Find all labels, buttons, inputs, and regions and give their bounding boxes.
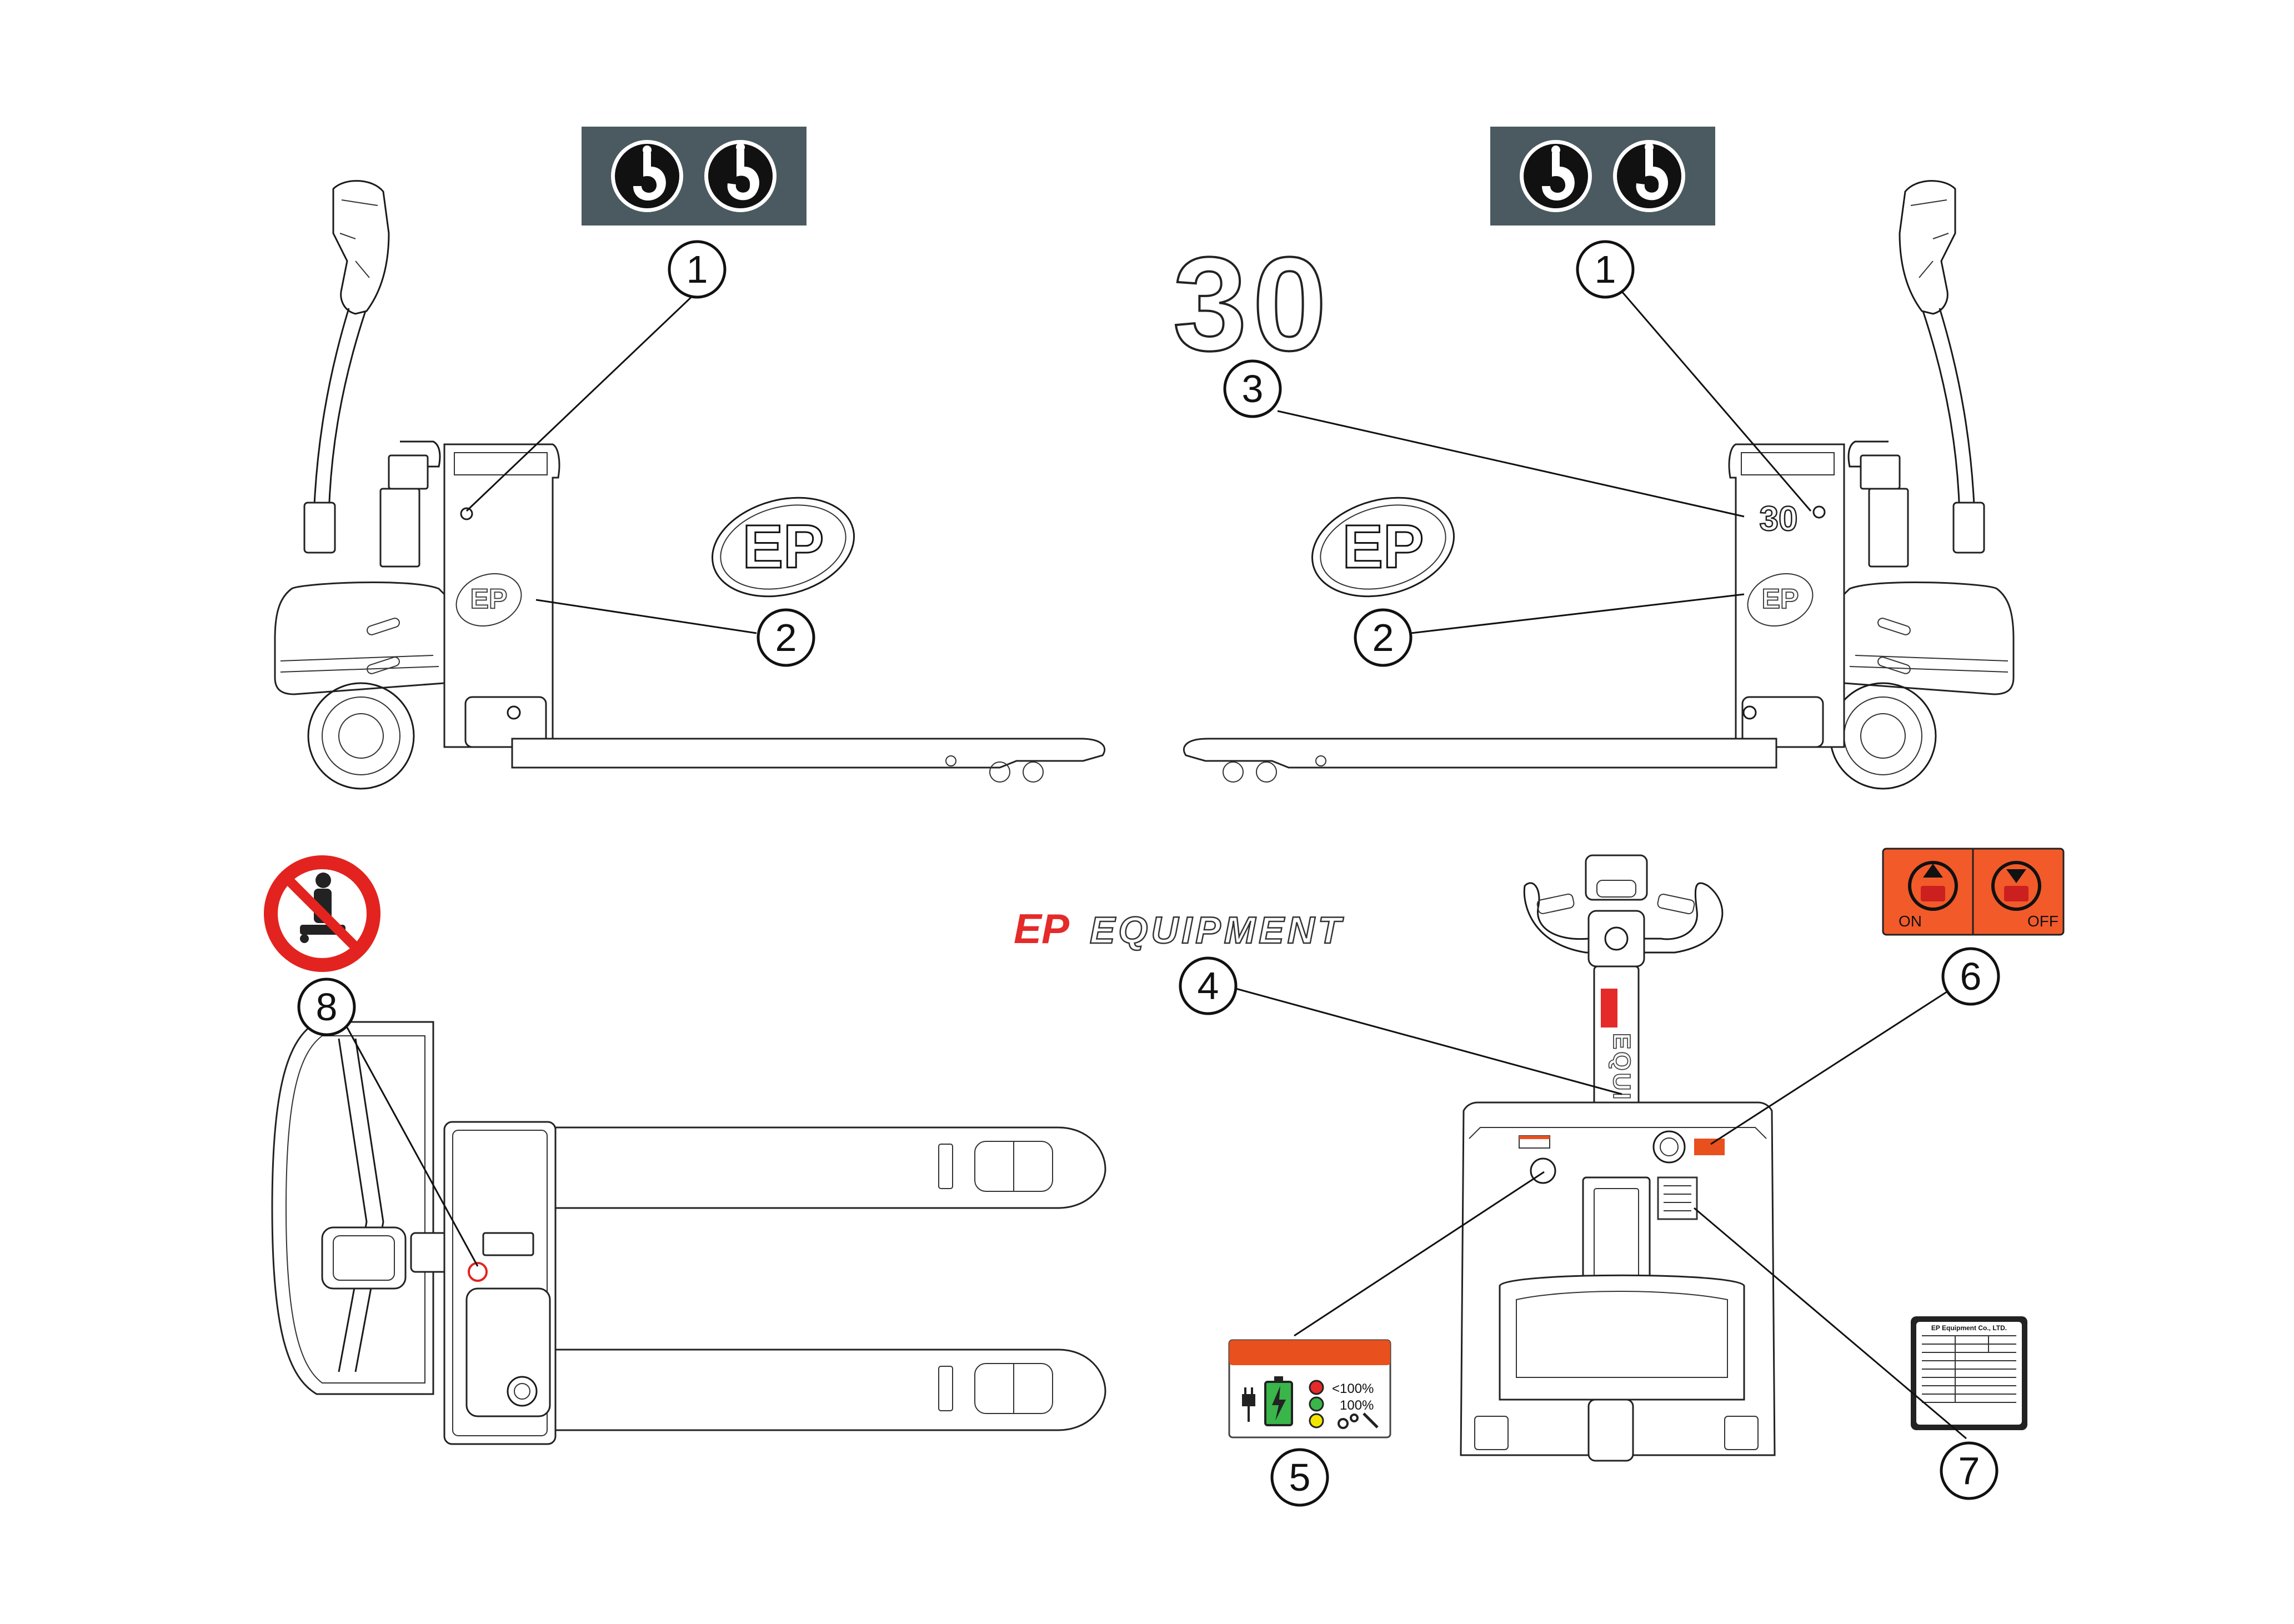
lifting-hook-icon bbox=[1542, 146, 1575, 201]
nameplate-grid bbox=[1922, 1335, 2016, 1403]
hook-label-right bbox=[1490, 127, 1715, 225]
nameplate-company: EP Equipment Co., LTD. bbox=[1931, 1324, 2007, 1332]
svg-text:2: 2 bbox=[1373, 616, 1394, 659]
callout-2-left: 2 bbox=[757, 608, 815, 667]
callout-2-right: 2 bbox=[1354, 608, 1413, 667]
switch-on-label: ON bbox=[1899, 913, 1922, 930]
callout-6: 6 bbox=[1941, 947, 2000, 1006]
callout-7: 7 bbox=[1940, 1441, 1999, 1500]
lifting-hook-icon bbox=[633, 146, 666, 201]
svg-text:8: 8 bbox=[316, 985, 338, 1029]
svg-text:EP: EP bbox=[1343, 513, 1424, 581]
hook-label-left bbox=[582, 127, 807, 225]
callout-8: 8 bbox=[297, 978, 356, 1036]
switch-off-label: OFF bbox=[2027, 913, 2058, 930]
callout-5: 5 bbox=[1270, 1448, 1329, 1507]
battery-charging-icon bbox=[1264, 1376, 1293, 1426]
svg-text:6: 6 bbox=[1960, 955, 1982, 998]
ep-logo-small-right: EP bbox=[1762, 583, 1799, 614]
svg-text:2: 2 bbox=[775, 616, 797, 659]
lifting-hook-icon bbox=[727, 143, 760, 201]
ep-logo-small: EP bbox=[470, 583, 508, 614]
svg-text:EQUIPMENT: EQUIPMENT bbox=[1090, 909, 1344, 951]
svg-text:4: 4 bbox=[1198, 964, 1219, 1008]
battery-lt100-text: <100% bbox=[1332, 1381, 1374, 1396]
svg-text:5: 5 bbox=[1289, 1456, 1311, 1499]
power-switch-label: ON OFF bbox=[1882, 848, 2065, 936]
nameplate-label: EP Equipment Co., LTD. bbox=[1911, 1316, 2027, 1430]
callout-1-right: 1 bbox=[1576, 240, 1635, 299]
svg-text:EP: EP bbox=[1014, 905, 1070, 952]
truck-side-view-left: EP bbox=[274, 180, 1106, 790]
svg-text:1: 1 bbox=[687, 248, 708, 291]
svg-text:3: 3 bbox=[1242, 367, 1264, 410]
no-riding-icon bbox=[264, 855, 380, 972]
key-switch-icon bbox=[1908, 861, 1958, 911]
truck-side-view-right-body: 30 EP bbox=[1183, 180, 2015, 790]
brand-logo-ep-equipment: EP EQUIPMENT bbox=[1014, 905, 1344, 952]
key-switch-icon bbox=[1991, 861, 2041, 911]
model-30-decal: 30 bbox=[1173, 229, 1333, 378]
model-30-small: 30 bbox=[1760, 500, 1798, 538]
power-plug-icon bbox=[1242, 1387, 1255, 1422]
battery-indicator-label: <100% 100% bbox=[1228, 1339, 1391, 1438]
callout-4: 4 bbox=[1179, 956, 1238, 1015]
ep-logo-large-2: EP bbox=[1311, 497, 1455, 598]
svg-text:1: 1 bbox=[1595, 248, 1616, 291]
svg-text:7: 7 bbox=[1959, 1449, 1980, 1492]
lifting-hook-icon bbox=[1636, 143, 1669, 201]
service-tools-icon bbox=[1338, 1412, 1379, 1429]
truck-top-view bbox=[271, 1021, 1106, 1445]
svg-text:EP: EP bbox=[743, 513, 824, 581]
battery-100-text: 100% bbox=[1340, 1398, 1374, 1413]
leader-lines bbox=[346, 290, 1970, 1440]
truck-rear-view: EQUIPMENT bbox=[1460, 854, 1776, 1462]
callout-3: 3 bbox=[1223, 359, 1282, 418]
ep-logo-large-1: EP bbox=[712, 497, 855, 598]
callout-1-left: 1 bbox=[668, 240, 727, 299]
